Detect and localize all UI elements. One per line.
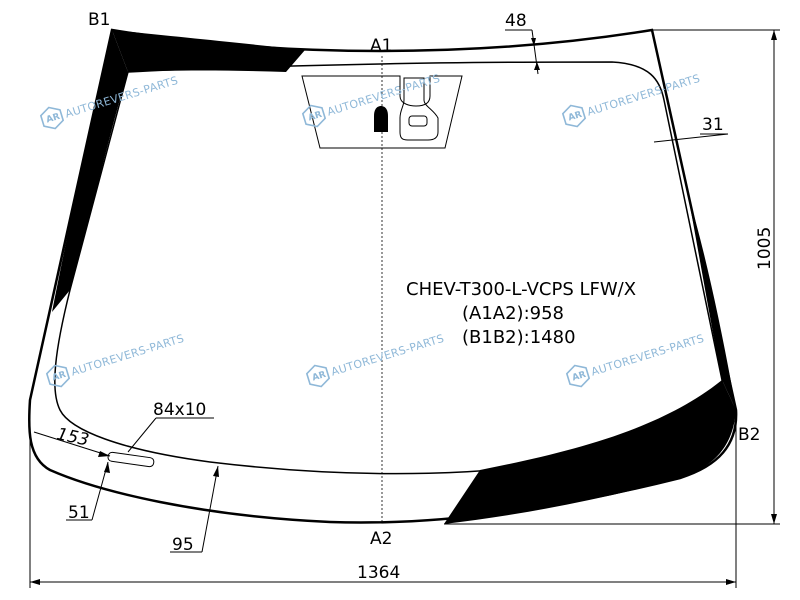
dim-height-arrow-top [771, 30, 777, 40]
dim-width-arrow-right [726, 579, 736, 585]
dim-51-arrow [104, 462, 110, 473]
dim-48-text: 48 [505, 11, 527, 31]
watermark-logo: AR [311, 370, 327, 384]
watermark-text: AUTOREVERS-PARTS [70, 332, 186, 379]
label-b2: B2 [738, 425, 760, 445]
dim-48-arrow-top [531, 38, 536, 46]
frit-bottom-right [444, 380, 736, 524]
dim-51-text: 51 [68, 503, 90, 523]
watermark-5: AR AUTOREVERS-PARTS [305, 332, 446, 388]
dim-48-arrow-bottom [534, 62, 540, 70]
label-a2: A2 [370, 529, 392, 549]
dim-31-line [653, 133, 729, 143]
hexagon-logo-icon [45, 364, 71, 388]
watermark-4: AR AUTOREVERS-PARTS [45, 332, 186, 388]
hexagon-logo-icon [301, 104, 327, 128]
frit-left [52, 30, 128, 312]
part-a1a2: (A1A2):958 [462, 303, 564, 324]
watermark-logo: AR [571, 370, 587, 384]
hexagon-logo-icon [561, 104, 587, 128]
dim-95-line [201, 465, 219, 553]
sensor-window-outline [399, 77, 439, 141]
frit-top-left [112, 30, 305, 72]
watermark-text: AUTOREVERS-PARTS [330, 332, 446, 379]
glass-inner-edge [54, 61, 724, 475]
watermark-text: AUTOREVERS-PARTS [586, 72, 702, 119]
watermark-3: AR AUTOREVERS-PARTS [561, 72, 702, 128]
dim-153-arrow [98, 451, 110, 457]
dim-height-text: 1005 [755, 227, 775, 270]
watermark-6: AR AUTOREVERS-PARTS [565, 332, 706, 388]
watermark-logo: AR [45, 112, 61, 126]
dim-slot-leader [127, 417, 157, 453]
hexagon-logo-icon [39, 106, 65, 130]
sensor-window [408, 115, 428, 127]
dim-95-text: 95 [172, 535, 194, 555]
label-a1: A1 [370, 36, 392, 56]
slot-outline [107, 451, 155, 468]
watermark-logo: AR [307, 110, 323, 124]
dim-height-arrow-bottom [771, 514, 777, 524]
glass-outer-edge [27, 28, 738, 524]
dim-31-text: 31 [702, 115, 724, 135]
watermark-text: AUTOREVERS-PARTS [590, 332, 706, 379]
hexagon-logo-icon [565, 364, 591, 388]
label-b1: B1 [88, 10, 110, 30]
dim-153-text: 153 [55, 424, 91, 450]
dim-153-line [33, 431, 111, 457]
part-b1b2: (B1B2):1480 [462, 327, 576, 348]
dim-95-arrow [213, 466, 219, 477]
hexagon-logo-icon [305, 364, 331, 388]
watermark-logo: AR [567, 110, 583, 124]
dim-width-text: 1364 [357, 563, 400, 583]
dim-slot-text: 84x10 [153, 400, 206, 420]
camera-hole [374, 106, 388, 132]
watermark-logo: AR [51, 370, 67, 384]
dim-width-arrow-left [30, 579, 40, 585]
part-code: CHEV-T300-L-VCPS LFW/X [406, 279, 636, 300]
mirror-bracket [301, 75, 463, 149]
